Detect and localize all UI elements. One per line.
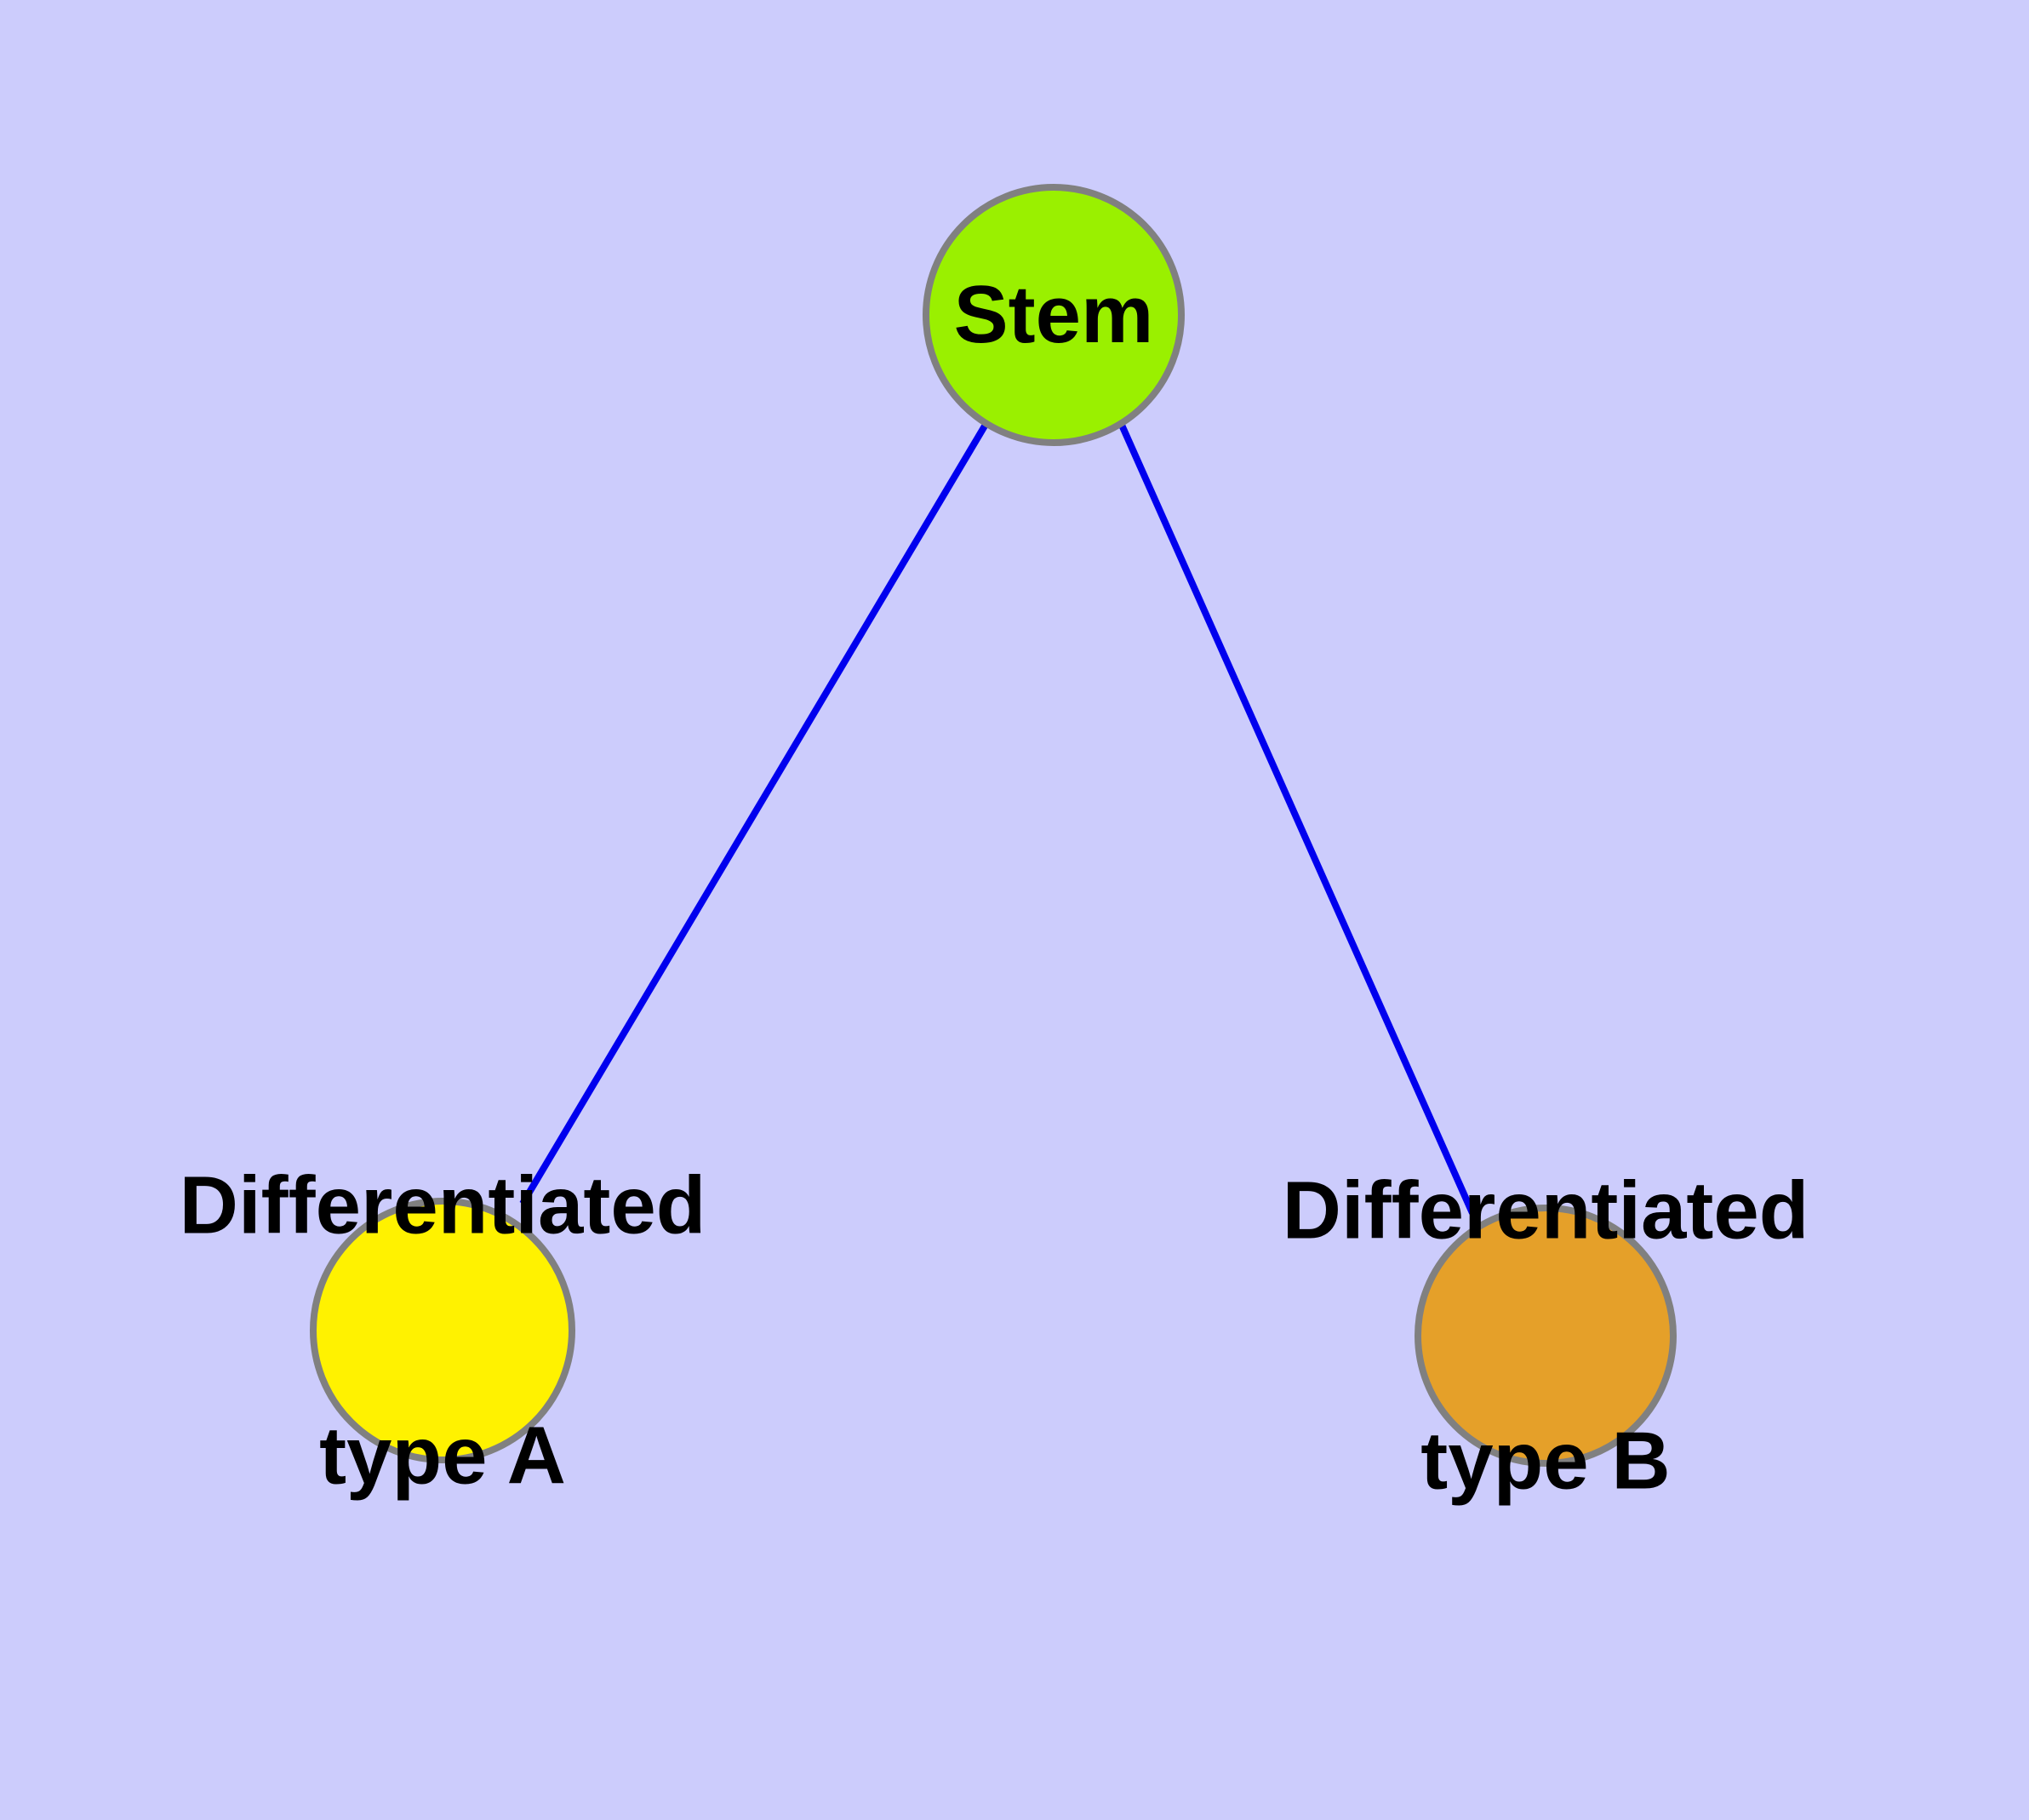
node-differentiated-type-b[interactable] [1415, 1205, 1677, 1467]
edge-stem-to-diff-b[interactable] [1117, 421, 1476, 1215]
node-layer [310, 184, 1677, 1467]
node-differentiated-type-a[interactable] [310, 1198, 575, 1463]
node-stem[interactable] [923, 184, 1185, 446]
edge-stem-to-diff-a[interactable] [519, 421, 990, 1206]
edge-layer [519, 421, 1476, 1215]
